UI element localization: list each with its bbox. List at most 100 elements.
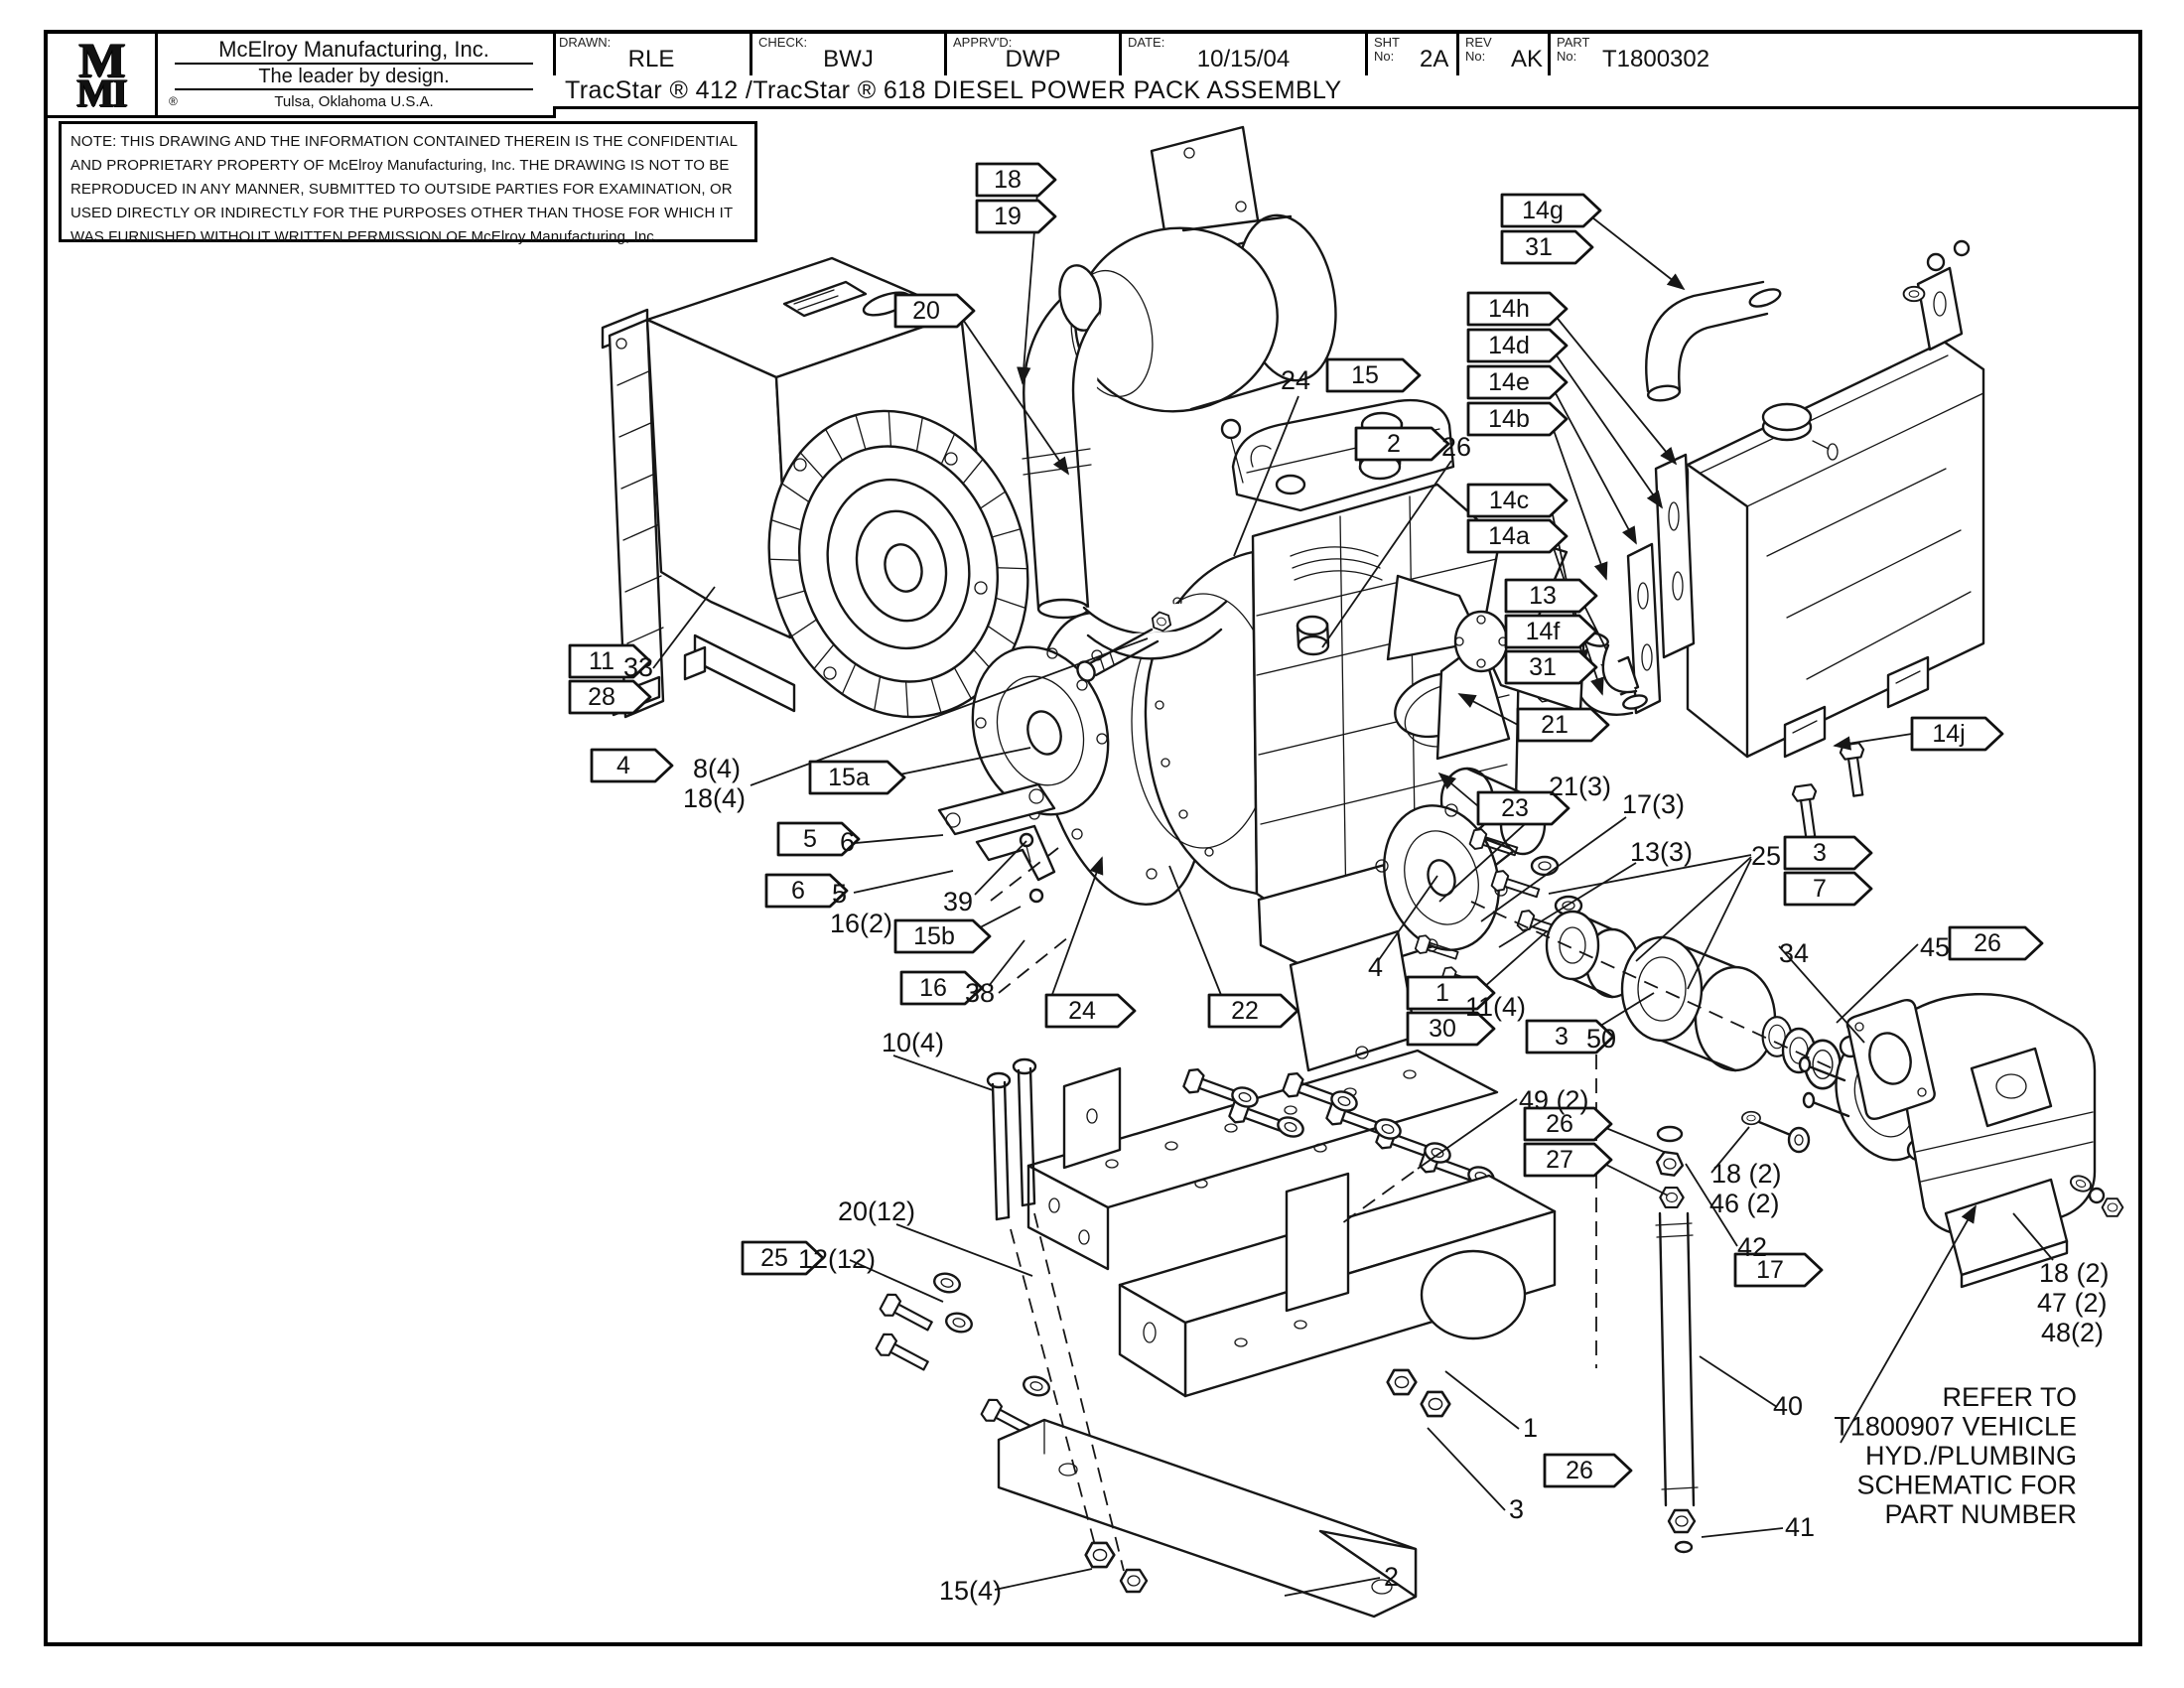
part-label: 18 (2) xyxy=(2039,1258,2110,1288)
part-label: 26 xyxy=(1441,432,1471,462)
part-label: 15(4) xyxy=(939,1576,1002,1606)
svg-text:13: 13 xyxy=(1529,582,1557,610)
svg-text:31: 31 xyxy=(1525,233,1553,261)
svg-text:27: 27 xyxy=(1546,1146,1573,1174)
callout-pennant-13: 13 xyxy=(1504,578,1598,614)
part-label: 41 xyxy=(1785,1512,1815,1542)
part-label: 40 xyxy=(1773,1391,1803,1421)
leader-line xyxy=(1840,1204,1977,1444)
callout-pennant-16: 16 xyxy=(899,970,984,1006)
part-label: 16(2) xyxy=(830,909,892,938)
part-label: 25 xyxy=(1751,841,1781,871)
callout-pennant-17: 17 xyxy=(1733,1252,1824,1288)
part-label: 5 xyxy=(832,879,847,909)
leader-line xyxy=(652,586,716,669)
callout-pennant-4: 4 xyxy=(590,748,674,783)
callout-pennant-14j: 14j xyxy=(1910,716,2004,752)
svg-text:23: 23 xyxy=(1501,794,1529,822)
leader-line xyxy=(1480,816,1627,922)
logo-text-1: M xyxy=(78,31,125,87)
callout-pennant-20: 20 xyxy=(893,293,976,329)
svg-text:15: 15 xyxy=(1351,361,1379,389)
svg-text:22: 22 xyxy=(1231,997,1259,1025)
svg-text:14b: 14b xyxy=(1488,405,1530,433)
svg-text:6: 6 xyxy=(791,877,805,905)
svg-text:14a: 14a xyxy=(1488,522,1530,550)
callout-pennant-2: 2 xyxy=(1354,426,1450,462)
svg-text:14f: 14f xyxy=(1526,618,1561,645)
callout-pennant-26: 26 xyxy=(1543,1453,1633,1488)
company-location: ®Tulsa, Oklahoma U.S.A. xyxy=(169,93,434,110)
leader-line xyxy=(1710,1126,1750,1174)
part-label: 18 (2) xyxy=(1711,1159,1782,1189)
part-label: 48(2) xyxy=(2041,1318,2104,1347)
part-label: 8(4) xyxy=(693,754,741,783)
callout-pennant-23: 23 xyxy=(1476,790,1570,826)
leader-line xyxy=(853,870,954,894)
callout-pennant-30: 30 xyxy=(1406,1011,1496,1047)
part-label: 6 xyxy=(840,827,855,857)
svg-text:26: 26 xyxy=(1546,1110,1573,1138)
mounting-frame-illustration xyxy=(873,1049,1557,1618)
leader-line xyxy=(1341,1171,1415,1224)
part-label: 49 (2) xyxy=(1519,1085,1589,1115)
leader-line xyxy=(1233,395,1299,557)
part-label: 47 (2) xyxy=(2037,1288,2108,1318)
adapter-flange-illustration xyxy=(971,645,1110,820)
leader-line xyxy=(1778,945,1865,1044)
svg-text:25: 25 xyxy=(760,1244,788,1272)
leader-line xyxy=(1444,1370,1520,1430)
svg-text:7: 7 xyxy=(1813,875,1827,903)
company-info: McElroy Manufacturing, Inc. The leader b… xyxy=(155,34,556,118)
callout-pennant-14a: 14a xyxy=(1466,518,1569,554)
callout-pennant-15: 15 xyxy=(1325,357,1422,393)
part-callouts: 18192015214g3114h14d14e14b14c14a1314f312… xyxy=(568,162,2110,1606)
leader-line xyxy=(1836,943,1919,1024)
svg-text:1: 1 xyxy=(1435,979,1449,1007)
part-label: 24 xyxy=(1281,365,1310,395)
svg-text:14e: 14e xyxy=(1488,368,1530,396)
svg-text:2: 2 xyxy=(1387,430,1401,458)
company-tagline: The leader by design. xyxy=(175,65,533,90)
field-drawn: DRAWN:RLE xyxy=(553,34,752,75)
leader-line xyxy=(1284,1577,1381,1597)
bracket-illustration xyxy=(937,782,1056,904)
leader-line xyxy=(1427,1427,1506,1511)
part-label: 42 xyxy=(1737,1232,1767,1262)
air-cleaner-illustration xyxy=(1022,125,1337,620)
svg-text:14c: 14c xyxy=(1489,487,1529,514)
callout-pennant-21: 21 xyxy=(1516,707,1610,743)
callout-pennant-26: 26 xyxy=(1948,925,2044,961)
part-label: 11(4) xyxy=(1465,992,1526,1022)
svg-text:14j: 14j xyxy=(1932,720,1965,748)
proprietary-note: NOTE: THIS DRAWING AND THE INFORMATION C… xyxy=(59,121,757,245)
svg-text:26: 26 xyxy=(1974,929,2001,957)
title-block: M MI McElroy Manufacturing, Inc. The lea… xyxy=(48,34,2138,118)
leader-line xyxy=(998,936,1069,994)
leader-line xyxy=(974,840,1027,896)
part-label: 39 xyxy=(943,887,973,916)
part-label: 4 xyxy=(1368,952,1383,982)
callout-pennant-5: 5 xyxy=(776,821,861,857)
company-logo: M MI xyxy=(48,34,158,118)
part-label: 34 xyxy=(1779,938,1809,968)
leader-line xyxy=(1833,733,1913,751)
svg-text:16: 16 xyxy=(919,974,947,1002)
part-label: 1 xyxy=(1523,1413,1538,1443)
part-label: 17(3) xyxy=(1622,789,1685,819)
callout-pennant-14c: 14c xyxy=(1466,483,1569,518)
svg-text:3: 3 xyxy=(1555,1023,1569,1051)
part-label: 3 xyxy=(1509,1494,1524,1524)
svg-text:31: 31 xyxy=(1529,653,1557,681)
company-name: McElroy Manufacturing, Inc. xyxy=(175,34,533,65)
leader-line xyxy=(1470,901,1838,1071)
leader-line xyxy=(892,1055,994,1091)
svg-text:4: 4 xyxy=(616,752,630,779)
leader-line xyxy=(1321,460,1452,648)
leader-line xyxy=(1549,345,1664,509)
field-date: DATE:10/15/04 xyxy=(1122,34,1368,75)
callout-pennant-15a: 15a xyxy=(808,760,906,795)
leader-line xyxy=(1582,210,1686,291)
field-rev-number: REV No:AK xyxy=(1459,34,1551,75)
